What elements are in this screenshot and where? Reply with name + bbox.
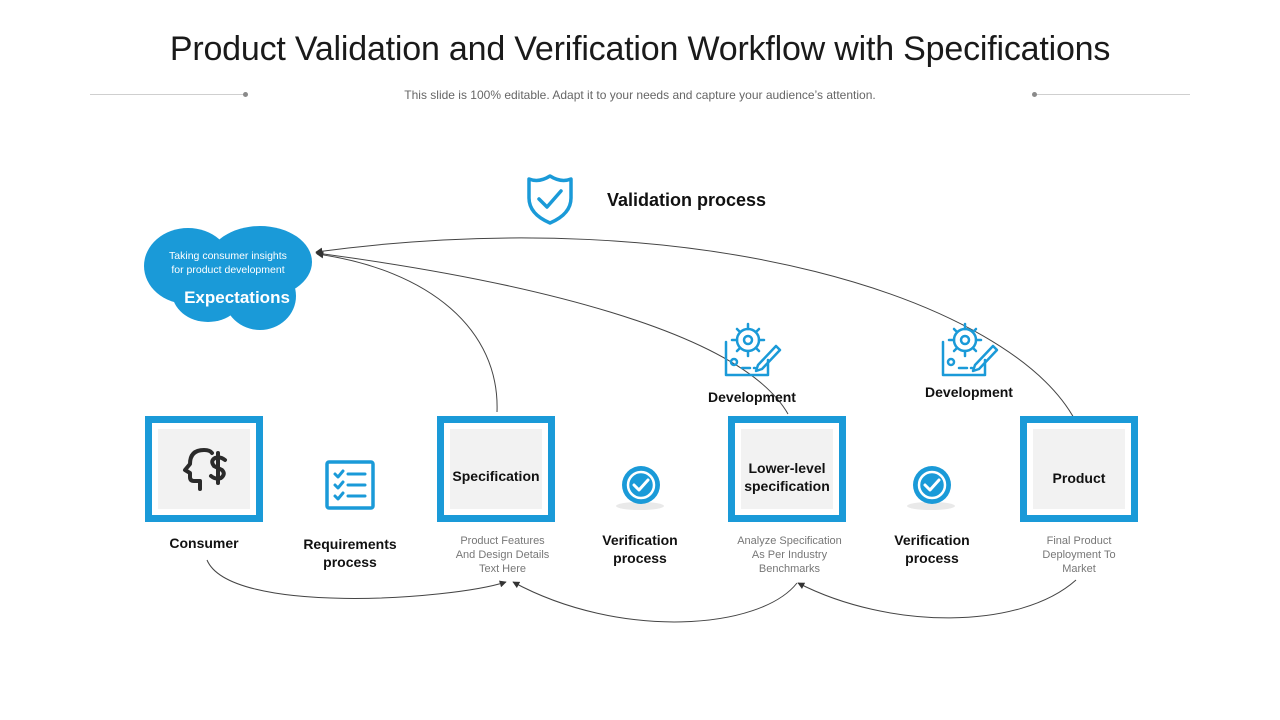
expectations-cloud bbox=[144, 226, 312, 330]
product-label: Product bbox=[1052, 470, 1106, 486]
product-desc-line3: Market bbox=[1062, 563, 1096, 575]
arrow-consumer-to-specification bbox=[206, 559, 507, 599]
verification-1-line1: Verification bbox=[602, 532, 678, 548]
consumer-box-inner bbox=[158, 429, 250, 509]
gear-blueprint-icon bbox=[724, 322, 782, 377]
consumer-label: Consumer bbox=[169, 535, 239, 551]
arrow-product-to-expectations bbox=[315, 237, 1076, 421]
divider-right-dot bbox=[1032, 92, 1037, 97]
cloud-line-1: Taking consumer insights bbox=[169, 250, 287, 262]
gear-blueprint-icon bbox=[941, 322, 999, 377]
consumer-box bbox=[145, 416, 263, 522]
product-box-inner: Product bbox=[1033, 429, 1125, 509]
development-2-label: Development bbox=[925, 384, 1013, 400]
requirements-label-line2: process bbox=[323, 554, 377, 570]
shield-check-icon bbox=[527, 174, 573, 225]
product-desc-line1: Final Product bbox=[1046, 535, 1112, 547]
arrow-lowerlevel-to-expectations bbox=[315, 250, 789, 415]
expectations-heading: Expectations bbox=[184, 288, 290, 307]
development-1-label: Development bbox=[708, 389, 796, 405]
requirements-label: Requirements process bbox=[290, 535, 410, 571]
specification-box-inner: Specification bbox=[450, 429, 542, 509]
lower-level-desc-line1: Analyze Specification bbox=[737, 535, 842, 547]
specification-label: Specification bbox=[452, 468, 540, 484]
verification-process-2-label: Verification process bbox=[872, 531, 992, 567]
arrow-specification-to-expectations bbox=[316, 251, 498, 413]
product-desc-line2: Deployment To bbox=[1042, 549, 1116, 561]
expectations-cloud-text: Taking consumer insights for product dev… bbox=[150, 249, 306, 277]
lower-level-specification-box: Lower-level specification bbox=[728, 416, 846, 522]
check-circle-icon bbox=[616, 466, 664, 510]
check-circle-icon bbox=[907, 466, 955, 510]
specification-box: Specification bbox=[437, 416, 555, 522]
lower-level-desc-line2: As Per Industry bbox=[751, 549, 828, 561]
lower-level-description: Analyze Specification As Per Industry Be… bbox=[724, 534, 855, 576]
page-subtitle: This slide is 100% editable. Adapt it to… bbox=[404, 88, 876, 102]
product-description: Final Product Deployment To Market bbox=[1015, 534, 1143, 576]
product-box: Product bbox=[1020, 416, 1138, 522]
checklist-icon bbox=[325, 460, 375, 510]
divider-left bbox=[90, 94, 246, 95]
lower-level-box-inner: Lower-level specification bbox=[741, 429, 833, 509]
arrow-lowerlevel-to-specification bbox=[512, 581, 798, 623]
page-title: Product Validation and Verification Work… bbox=[169, 30, 1111, 68]
lower-level-label-line1: Lower-level bbox=[748, 460, 826, 476]
lower-level-desc-line3: Benchmarks bbox=[758, 563, 821, 575]
verification-process-1-label: Verification process bbox=[580, 531, 700, 567]
specification-description: Product Features And Design Details Text… bbox=[437, 534, 568, 576]
divider-right bbox=[1034, 94, 1190, 95]
validation-process-label: Validation process bbox=[607, 190, 767, 210]
cloud-line-2: for product development bbox=[171, 264, 285, 276]
specification-desc-line1: Product Features bbox=[460, 535, 545, 547]
specification-desc-line3: Text Here bbox=[478, 563, 527, 575]
verification-2-line2: process bbox=[905, 550, 959, 566]
specification-desc-line2: And Design Details bbox=[455, 549, 550, 561]
verification-1-line2: process bbox=[613, 550, 667, 566]
requirements-label-line1: Requirements bbox=[303, 536, 397, 552]
divider-left-dot bbox=[243, 92, 248, 97]
lower-level-label-line2: specification bbox=[744, 478, 830, 494]
head-dollar-icon bbox=[183, 448, 227, 491]
verification-2-line1: Verification bbox=[894, 532, 970, 548]
arrow-product-to-lowerlevel bbox=[797, 579, 1077, 619]
